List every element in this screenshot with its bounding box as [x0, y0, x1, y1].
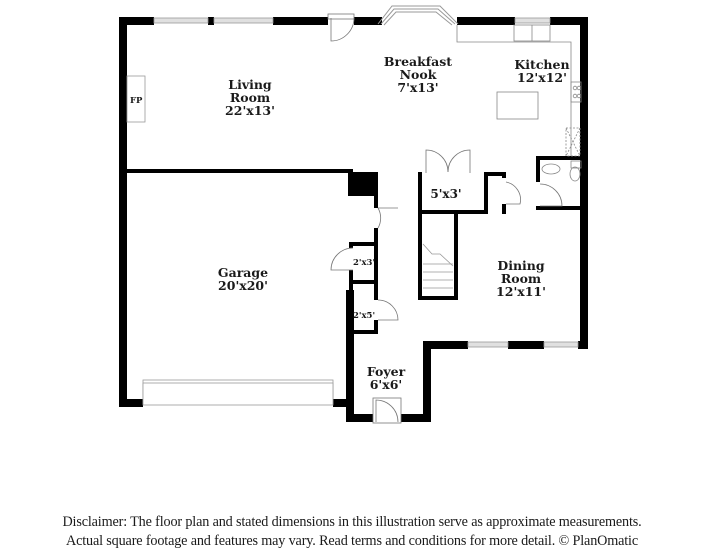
kitchen-fixtures [456, 24, 582, 157]
room-dimensions: 22'x13' [225, 103, 275, 119]
window [514, 17, 551, 24]
window [213, 17, 274, 24]
room-dimensions: 12'x12' [517, 70, 567, 86]
room-name: Room [229, 90, 271, 106]
window [467, 341, 509, 348]
room-name: Foyer [366, 364, 406, 379]
room-label-kitchen: Kitchen 12'x12' [514, 58, 569, 84]
window [153, 17, 209, 24]
floor-plan [119, 5, 588, 424]
room-name: Living [228, 77, 272, 92]
window [543, 341, 579, 348]
exterior-walls [119, 17, 588, 422]
fireplace [126, 75, 146, 123]
room-label-foyer: Foyer 6'x6' [367, 365, 405, 391]
disclaimer: Disclaimer: The floor plan and stated di… [0, 513, 704, 551]
stairs [422, 243, 454, 289]
fireplace-label: FP [130, 96, 143, 106]
room-label-living-room: Living Room 22'x13' [225, 77, 275, 119]
disclaimer-line-1: Disclaimer: The floor plan and stated di… [62, 514, 642, 530]
room-label-dining-room: Dining Room 12'x11' [496, 258, 546, 300]
room-label-pantry: 5'x3' [430, 187, 462, 201]
room-dimensions: 6'x6' [369, 377, 403, 393]
room-label-breakfast-nook: Breakfast Nook 7'x13' [383, 54, 453, 96]
room-name: Room [500, 271, 542, 287]
room-name: Breakfast [383, 54, 453, 69]
room-name: Kitchen [514, 57, 570, 72]
room-dimensions: 20'x20' [218, 278, 268, 294]
bath-fixtures [541, 160, 582, 182]
room-label-closet-2x5: 2'x5' [352, 311, 376, 321]
room-dimensions: 12'x11' [496, 284, 546, 300]
interior-walls [127, 156, 586, 334]
doors [327, 13, 563, 424]
room-label-garage: Garage 20'x20' [218, 266, 268, 292]
bay-window [377, 5, 459, 26]
garage-door [142, 382, 334, 406]
room-name: Nook [399, 67, 437, 83]
room-name: Garage [217, 265, 269, 280]
room-label-closet-2x3: 2'x3' [352, 258, 376, 268]
disclaimer-line-2: Actual square footage and features may v… [65, 533, 638, 549]
room-name: Dining [497, 258, 545, 273]
room-dimensions: 7'x13' [397, 80, 439, 96]
